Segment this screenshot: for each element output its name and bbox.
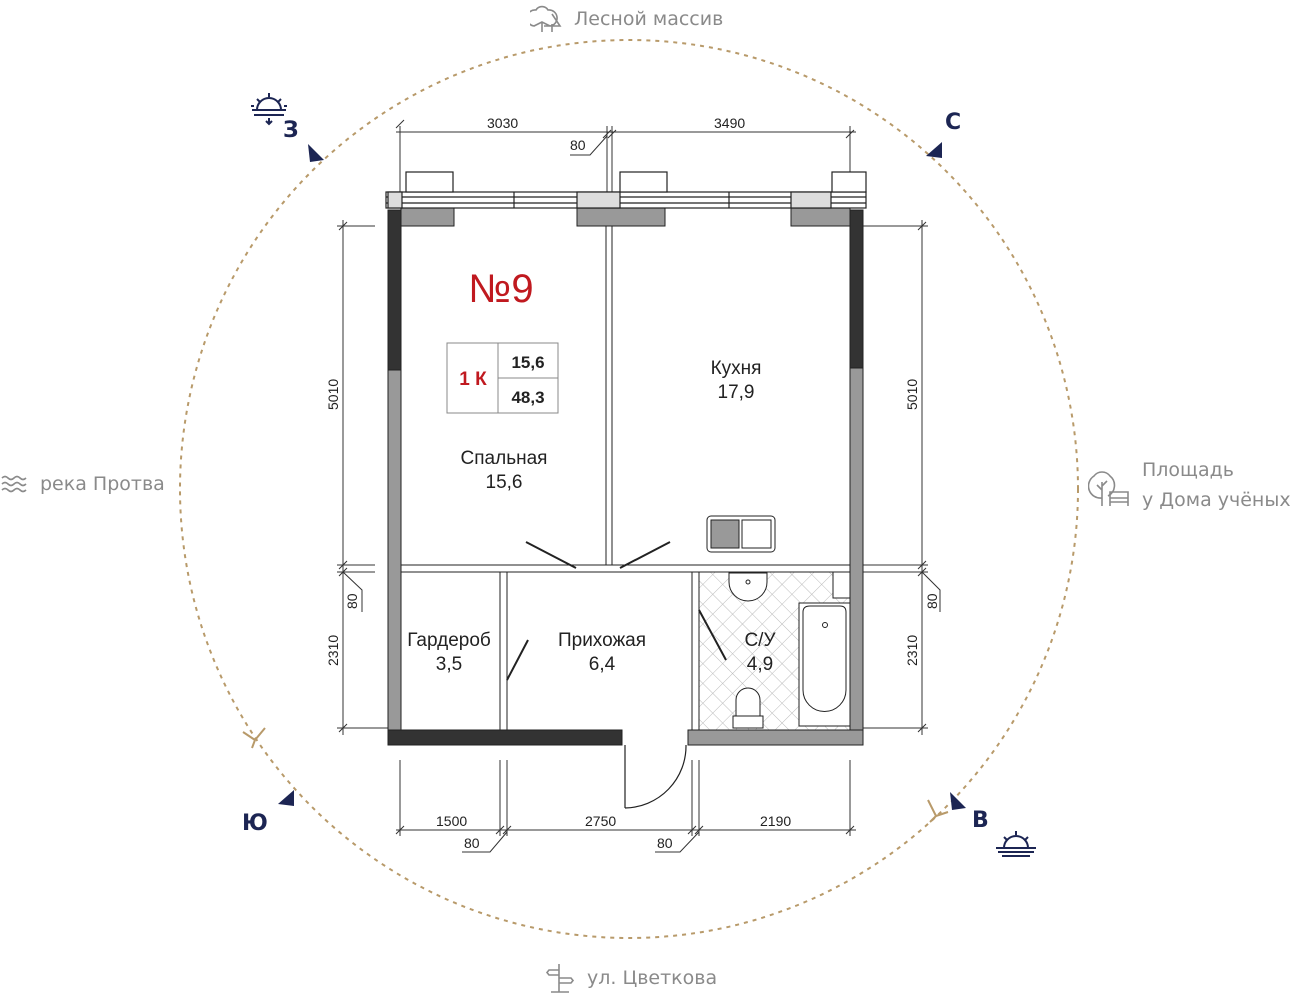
toilet-icon (732, 687, 764, 729)
landmark-west: река Протва (0, 472, 165, 496)
room-wardrobe-name: Гардероб (407, 630, 491, 651)
doors (506, 541, 727, 809)
east-arrow-icon (950, 792, 966, 810)
north-arrow-icon (926, 142, 942, 158)
walls (387, 207, 864, 746)
apartment-number: №9 (468, 267, 533, 311)
compass-west: З (283, 118, 299, 143)
dim-right-top: 5010 (904, 379, 920, 410)
river-icon (1, 475, 27, 493)
room-bathroom-area: 4,9 (747, 654, 773, 675)
sunrise-icon (996, 831, 1036, 857)
dim-top-left: 3030 (487, 115, 518, 131)
dim-bottom-3: 2190 (760, 813, 791, 829)
dim-bottom-gap1: 80 (464, 835, 480, 851)
bathtub-icon (798, 602, 851, 727)
compass-south: Ю (242, 811, 268, 836)
landmark-east-line2: у Дома учёных (1142, 489, 1291, 511)
landmark-east: Площадь у Дома учёных (1088, 455, 1291, 515)
room-hall-area: 6,4 (589, 654, 616, 675)
dim-right-gap: 80 (924, 593, 940, 609)
room-hall-name: Прихожая (558, 630, 646, 651)
dim-left-bottom: 2310 (325, 635, 341, 666)
boiler-icon (832, 571, 851, 599)
south-arrow-icon (278, 790, 294, 806)
east-tick-icon (927, 799, 949, 823)
dimension-lines (337, 119, 941, 853)
park-bench-icon (1088, 471, 1129, 506)
washbasin-icon (728, 572, 768, 602)
dim-bottom-1: 1500 (436, 813, 467, 829)
dim-top-gap: 80 (570, 137, 586, 153)
landmark-north: Лесной массив (530, 4, 723, 34)
room-bathroom-name: С/У (744, 630, 776, 651)
dim-right-bottom: 2310 (904, 635, 920, 666)
landmark-south: ул. Цветкова (545, 962, 717, 994)
landmark-north-label: Лесной массив (574, 8, 724, 30)
compass-east: В (972, 808, 989, 833)
south-tick-icon (242, 727, 266, 749)
room-bedroom-area: 15,6 (486, 472, 523, 493)
landmark-east-text: Площадь у Дома учёных (1142, 455, 1291, 515)
dim-left-top: 5010 (325, 379, 341, 410)
landmark-west-label: река Протва (40, 473, 165, 495)
apartment-type: 1 К (459, 369, 487, 390)
room-bedroom-name: Спальная (461, 448, 548, 469)
dim-bottom-gap2: 80 (657, 835, 673, 851)
total-area: 48,3 (511, 388, 544, 407)
room-wardrobe-area: 3,5 (436, 654, 462, 675)
compass-north: С (945, 110, 961, 135)
forest-icon (530, 5, 562, 32)
windows (385, 171, 867, 209)
dim-top-right: 3490 (714, 115, 745, 131)
landmark-south-label: ул. Цветкова (587, 967, 718, 989)
info-box (446, 342, 559, 414)
sunset-icon (251, 93, 287, 126)
dim-left-gap: 80 (344, 593, 360, 609)
landmark-east-line1: Площадь (1142, 459, 1234, 481)
west-arrow-icon (308, 144, 324, 162)
living-area: 15,6 (511, 353, 544, 372)
dim-bottom-2: 2750 (585, 813, 616, 829)
signpost-icon (545, 964, 575, 993)
room-kitchen-area: 17,9 (718, 382, 755, 403)
kitchen-sink-icon (706, 515, 776, 553)
orientation-circle (179, 39, 1079, 939)
room-kitchen-name: Кухня (711, 358, 762, 379)
